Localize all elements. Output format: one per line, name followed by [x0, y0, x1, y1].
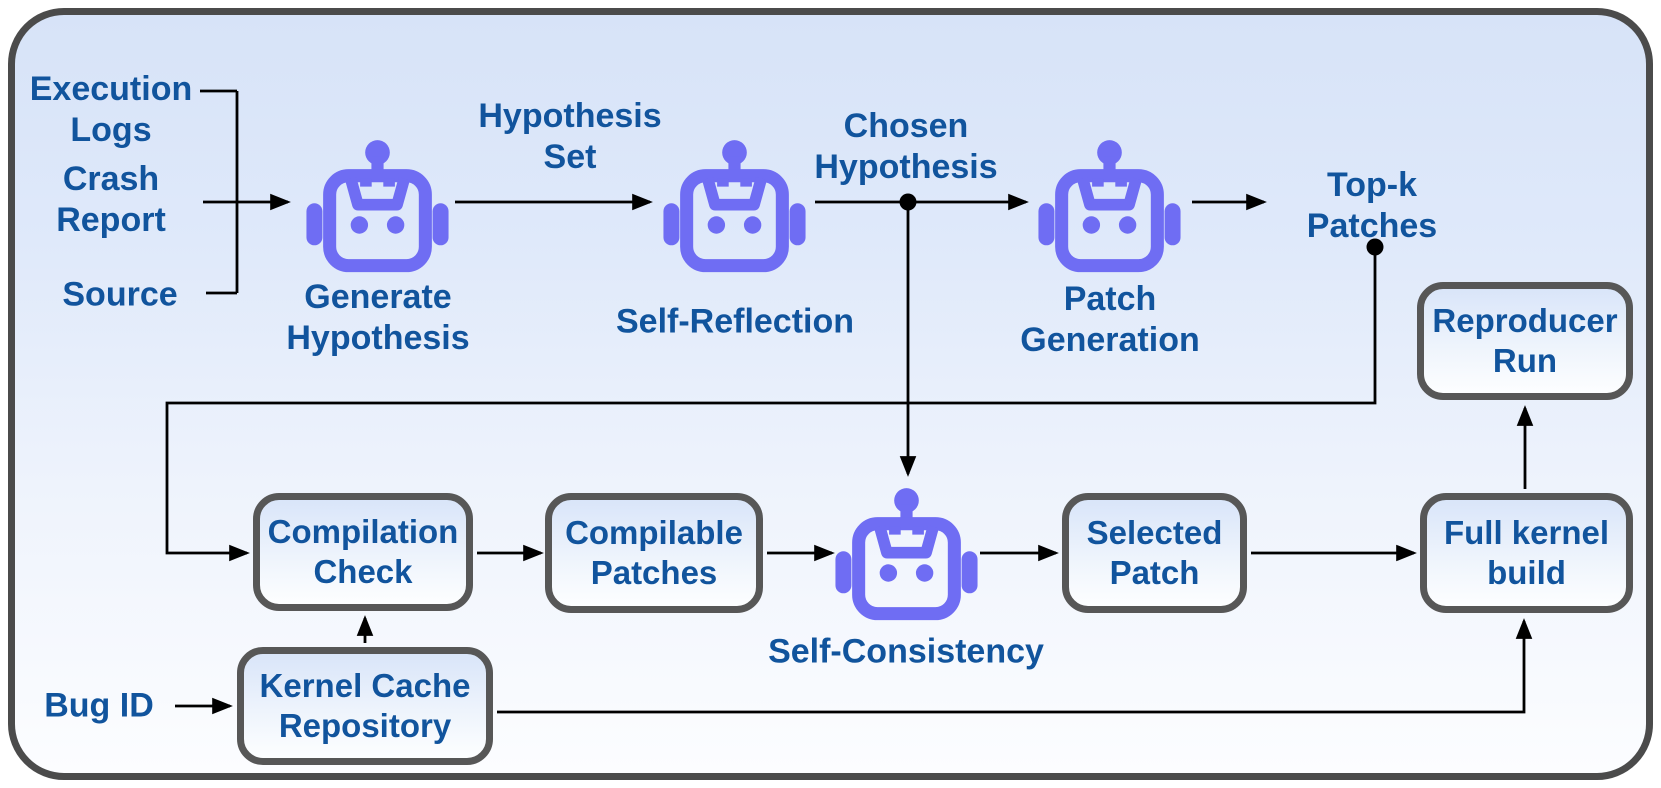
- label-bug-id: Bug ID: [44, 686, 154, 727]
- label-line: Kernel Cache: [259, 666, 471, 704]
- box-compilable-patches: Compilable Patches: [545, 493, 763, 613]
- box-label: Compilation Check: [268, 512, 459, 593]
- label-self-reflection: Self-Reflection: [616, 302, 854, 343]
- box-label: Kernel Cache Repository: [260, 666, 471, 747]
- box-label: Full kernel build: [1444, 513, 1609, 594]
- label-line: Run: [1492, 342, 1558, 379]
- label-line: Chosen: [843, 107, 969, 146]
- robot-icon-self-consistency: [834, 486, 979, 631]
- label-execution-logs: Execution Logs: [30, 69, 192, 151]
- box-label: Selected Patch: [1087, 513, 1223, 594]
- label-line: Logs: [70, 111, 152, 149]
- label-line: Repository: [278, 707, 452, 744]
- box-selected-patch: Selected Patch: [1062, 493, 1247, 613]
- label-self-consistency: Self-Consistency: [768, 632, 1044, 673]
- label-line: Self-Consistency: [768, 632, 1044, 671]
- label-line: Source: [62, 275, 178, 314]
- label-line: Patches: [590, 554, 718, 591]
- label-line: Report: [56, 201, 166, 239]
- box-full-kernel-build: Full kernel build: [1420, 493, 1633, 613]
- label-line: Patch: [1109, 554, 1200, 591]
- label-top-k-patches: Top-k Patches: [1307, 165, 1437, 247]
- label-line: Compilation: [267, 512, 459, 550]
- label-line: Patch: [1063, 280, 1157, 319]
- robot-icon-self-reflection: [662, 138, 807, 283]
- box-reproducer-run: Reproducer Run: [1417, 282, 1633, 400]
- box-label: Compilable Patches: [565, 513, 743, 594]
- label-line: Generate: [304, 278, 452, 317]
- label-line: build: [1487, 554, 1566, 591]
- label-line: Crash: [62, 160, 160, 199]
- label-line: Set: [543, 138, 597, 176]
- label-line: Hypothesis: [286, 319, 470, 357]
- label-line: Bug ID: [44, 686, 154, 725]
- label-line: Top-k: [1326, 166, 1417, 205]
- label-hypothesis-set: Hypothesis Set: [478, 96, 661, 178]
- label-line: Full kernel: [1443, 513, 1610, 551]
- label-line: Selected: [1086, 513, 1223, 551]
- label-chosen-hypothesis: Chosen Hypothesis: [814, 106, 997, 188]
- label-crash-report: Crash Report: [56, 159, 166, 241]
- label-line: Self-Reflection: [615, 302, 855, 341]
- label-line: Compilable: [565, 513, 743, 551]
- label-generate-hypothesis: Generate Hypothesis: [286, 277, 469, 359]
- label-line: Hypothesis: [478, 97, 662, 136]
- label-source: Source: [62, 275, 177, 316]
- label-line: Check: [313, 553, 413, 590]
- label-patch-generation: Patch Generation: [1020, 279, 1199, 361]
- box-label: Reproducer Run: [1432, 301, 1617, 382]
- label-line: Reproducer: [1432, 301, 1618, 339]
- label-line: Patches: [1306, 207, 1438, 245]
- robot-icon-generate-hypothesis: [305, 138, 450, 283]
- box-kernel-cache-repository: Kernel Cache Repository: [237, 647, 493, 765]
- label-line: Hypothesis: [814, 148, 998, 186]
- box-compilation-check: Compilation Check: [253, 493, 473, 611]
- robot-icon-patch-generation: [1037, 138, 1182, 283]
- label-line: Generation: [1020, 321, 1200, 359]
- label-line: Execution: [29, 70, 193, 109]
